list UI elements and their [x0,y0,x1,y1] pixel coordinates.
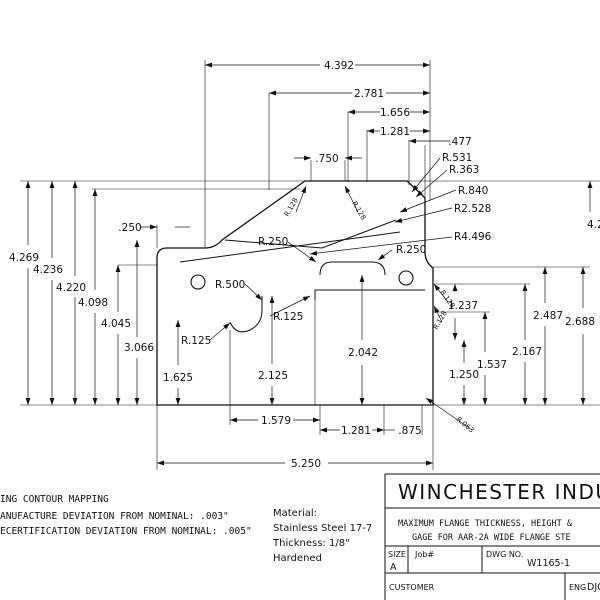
dim-bottom-1579: 1.579 [261,415,291,427]
dim-v-1237: 1.237 [448,300,478,312]
dim-v-2167: 2.167 [512,346,542,358]
eng-value: DJC [587,582,600,593]
radius-500: R.500 [215,279,245,291]
extension-lines [20,60,600,470]
dim-v-3066: 3.066 [124,342,154,354]
dim-top-fourth: 1.281 [380,126,410,138]
note-line-1: ING CONTOUR MAPPING [0,494,109,505]
radius-531: R.531 [442,152,472,164]
dim-top-fifth: .477 [448,136,471,148]
drawing-description-1: MAXIMUM FLANGE THICKNESS, HEIGHT & [398,519,573,529]
radius-250-right: R.250 [396,244,426,256]
dim-top-second: 2.781 [354,88,384,100]
size-value: A [390,562,397,573]
material-type: Stainless Steel 17-7 [273,523,372,534]
dim-v-4045: 4.045 [101,318,131,330]
title-block-text: WINCHESTER INDUSTRIE MAXIMUM FLANGE THIC… [388,480,600,593]
radius-4496: R4.496 [454,231,492,243]
dim-v-4236: 4.236 [33,264,63,276]
radius-128-b: R.128 [350,200,367,221]
radius-840: R.840 [458,185,488,197]
part-outline [156,180,434,406]
material-thickness: Thickness: 1/8" [272,538,350,549]
customer-label: CUSTOMER [389,583,435,592]
dim-bottom-875: .875 [398,425,421,437]
material-block: Material: Stainless Steel 17-7 Thickness… [272,508,372,564]
radius-text: R.531 R.363 R.840 R2.528 R4.496 R.250 R.… [181,152,492,435]
company-name: WINCHESTER INDUSTRIE [398,480,600,504]
drawing-description-2: GAGE FOR AAR-2A WIDE FLANGE STE [412,533,571,543]
dwg-no-label: DWG NO. [486,550,523,559]
dim-left-offset: .250 [118,222,141,234]
eng-label: ENG [569,583,586,592]
general-notes: ING CONTOUR MAPPING ANUFACTURE DEVIATION… [0,494,252,537]
dim-top-third: 1.656 [380,107,410,119]
radius-063: R.063 [455,415,476,434]
dim-v-2042: 2.042 [348,347,378,359]
dim-v-1625: 1.625 [163,372,193,384]
radius-125-center: R.125 [273,311,303,323]
left-hole [190,274,206,290]
radius-128-a: R.128 [283,197,300,218]
right-hole [398,270,414,286]
dimension-text: 4.392 2.781 1.656 1.281 .477 .750 .250 1… [9,60,600,470]
dim-top-overall: 4.392 [324,60,354,72]
note-line-2: ANUFACTURE DEVIATION FROM NOMINAL: .003" [0,511,229,522]
radius-leaders [209,157,473,431]
radius-250-left: R.250 [258,236,288,248]
dim-v-4098: 4.098 [78,297,108,309]
radius-128-d: R.128 [432,310,449,331]
dim-v-right-cut: 4.2 [587,219,600,231]
title-block [384,473,600,600]
dwg-no-value: W1165-1 [527,558,570,569]
dim-v-2487: 2.487 [533,310,563,322]
note-line-3: ECERTIFICATION DEVIATION FROM NOMINAL: .… [0,526,252,537]
dimension-lines [25,62,593,466]
dim-v-1250: 1.250 [449,369,479,381]
material-treatment: Hardened [273,553,322,564]
dim-v-2688: 2.688 [565,316,595,328]
material-label: Material: [273,508,317,519]
dim-v-2125: 2.125 [258,370,288,382]
radius-125-left: R.125 [181,335,211,347]
job-label: Job# [414,550,434,559]
dim-v-1537: 1.537 [477,359,507,371]
dim-v-4269: 4.269 [9,252,39,264]
dim-bottom-overall: 5.250 [291,458,321,470]
dim-notch-width: .750 [315,153,338,165]
dim-v-4220: 4.220 [56,282,86,294]
size-label: SIZE [388,550,406,559]
radius-2528: R2.528 [454,203,491,215]
radius-363: R.363 [449,164,479,176]
dim-bottom-1281: 1.281 [341,425,371,437]
